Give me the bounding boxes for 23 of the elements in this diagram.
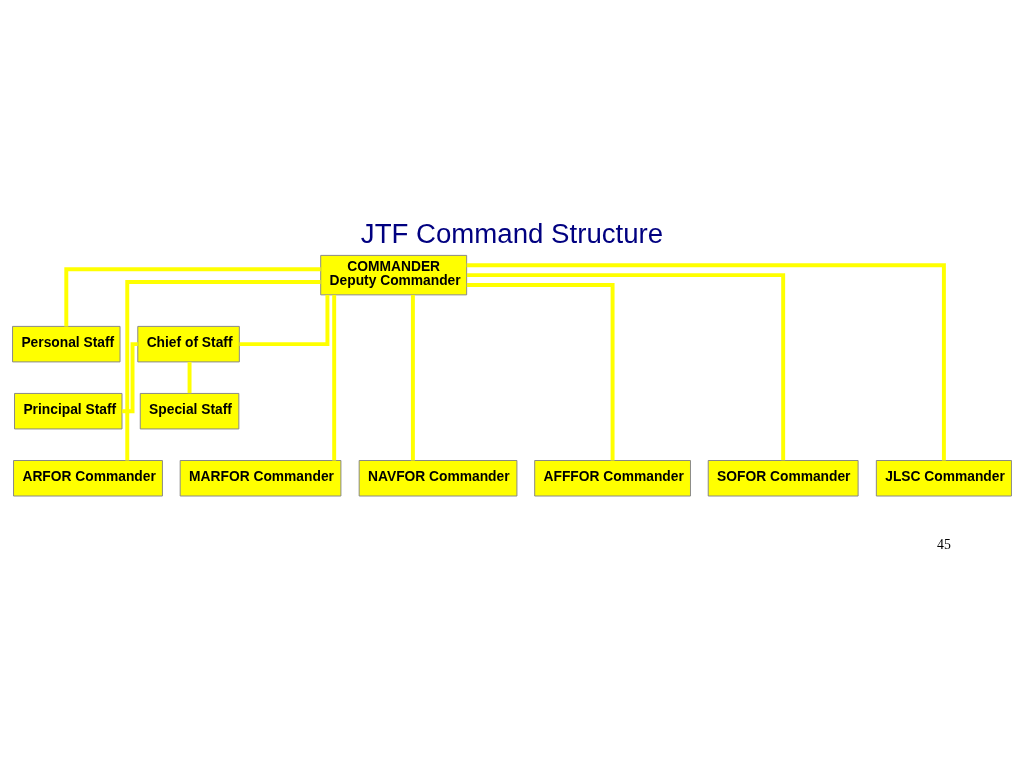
connector — [122, 341, 138, 413]
label: 45 — [937, 536, 951, 552]
node-box: Principal Staff — [14, 392, 123, 429]
node-box: Personal Staff — [12, 325, 121, 362]
node-box: NAVFOR Commander — [358, 459, 518, 496]
connector — [187, 361, 192, 393]
node-box: ARFOR Commander — [13, 459, 163, 496]
node-box: Chief of Staff — [137, 325, 240, 362]
node-box: MARFOR Commander — [179, 459, 342, 496]
node-box: Special Staff — [139, 392, 240, 429]
connector — [332, 294, 337, 460]
connector — [466, 282, 615, 460]
connector — [125, 279, 321, 460]
diagram-title: JTF Command Structure — [360, 217, 664, 249]
node-box: JLSC Commander — [875, 459, 1012, 496]
connector — [466, 262, 946, 460]
connector — [466, 272, 786, 460]
connector — [410, 294, 415, 460]
node-box: AFFFOR Commander — [534, 459, 691, 496]
connector — [64, 266, 321, 326]
node-box: SOFOR Commander — [707, 459, 859, 496]
node-box: COMMANDER Deputy Commander — [320, 254, 468, 295]
connector — [239, 294, 330, 346]
